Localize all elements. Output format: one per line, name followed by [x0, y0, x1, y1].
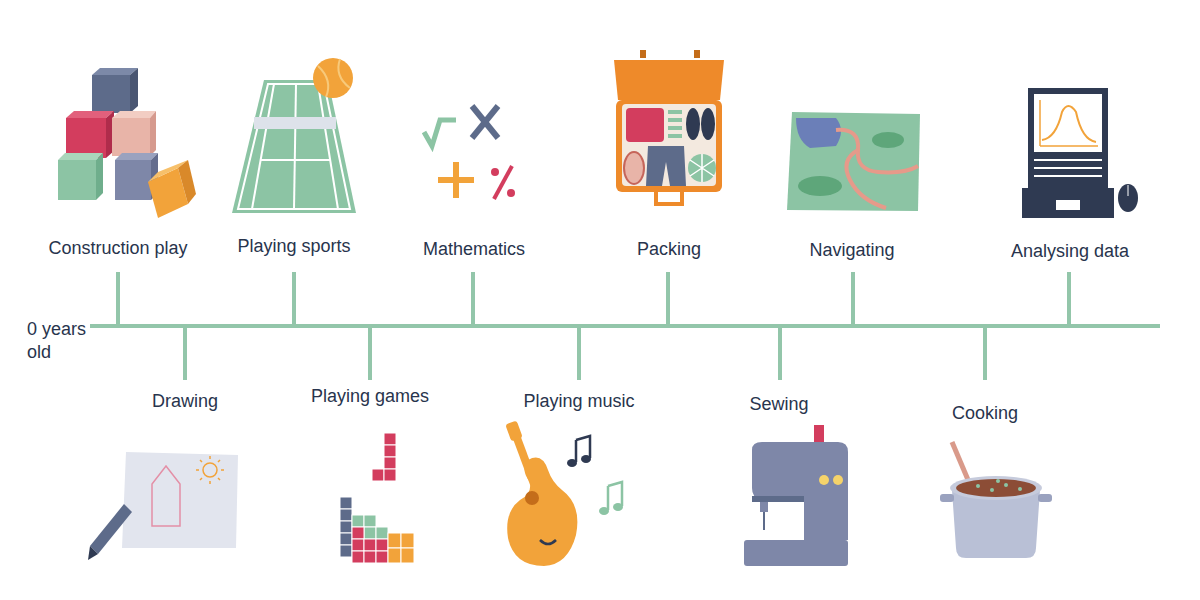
blocks-icon — [58, 68, 196, 218]
laptop-icon — [1022, 88, 1138, 218]
cooking-pot-icon — [940, 442, 1052, 558]
activity-label: Playing sports — [237, 235, 350, 258]
drawing-icon — [88, 452, 238, 560]
suitcase-icon — [614, 50, 724, 204]
timeline-axis — [90, 272, 1160, 380]
activity-label: Playing music — [523, 390, 634, 413]
activity-label: Packing — [637, 238, 701, 261]
maths-symbols-icon — [424, 106, 515, 199]
activity-label: Cooking — [952, 402, 1018, 425]
activity-label: Analysing data — [1011, 240, 1129, 263]
sewing-machine-icon — [744, 425, 848, 566]
activity-label: Drawing — [152, 390, 218, 413]
guitar-icon — [505, 420, 623, 566]
activity-label: Navigating — [809, 239, 894, 262]
tetris-blocks-icon — [340, 433, 414, 563]
activity-label: Construction play — [48, 237, 187, 260]
tennis-court-icon — [232, 58, 356, 213]
map-icon — [787, 112, 920, 211]
axis-start-label: 0 years old — [27, 318, 89, 363]
activity-label: Playing games — [311, 385, 429, 408]
activity-label: Sewing — [749, 393, 808, 416]
activity-label: Mathematics — [423, 238, 525, 261]
